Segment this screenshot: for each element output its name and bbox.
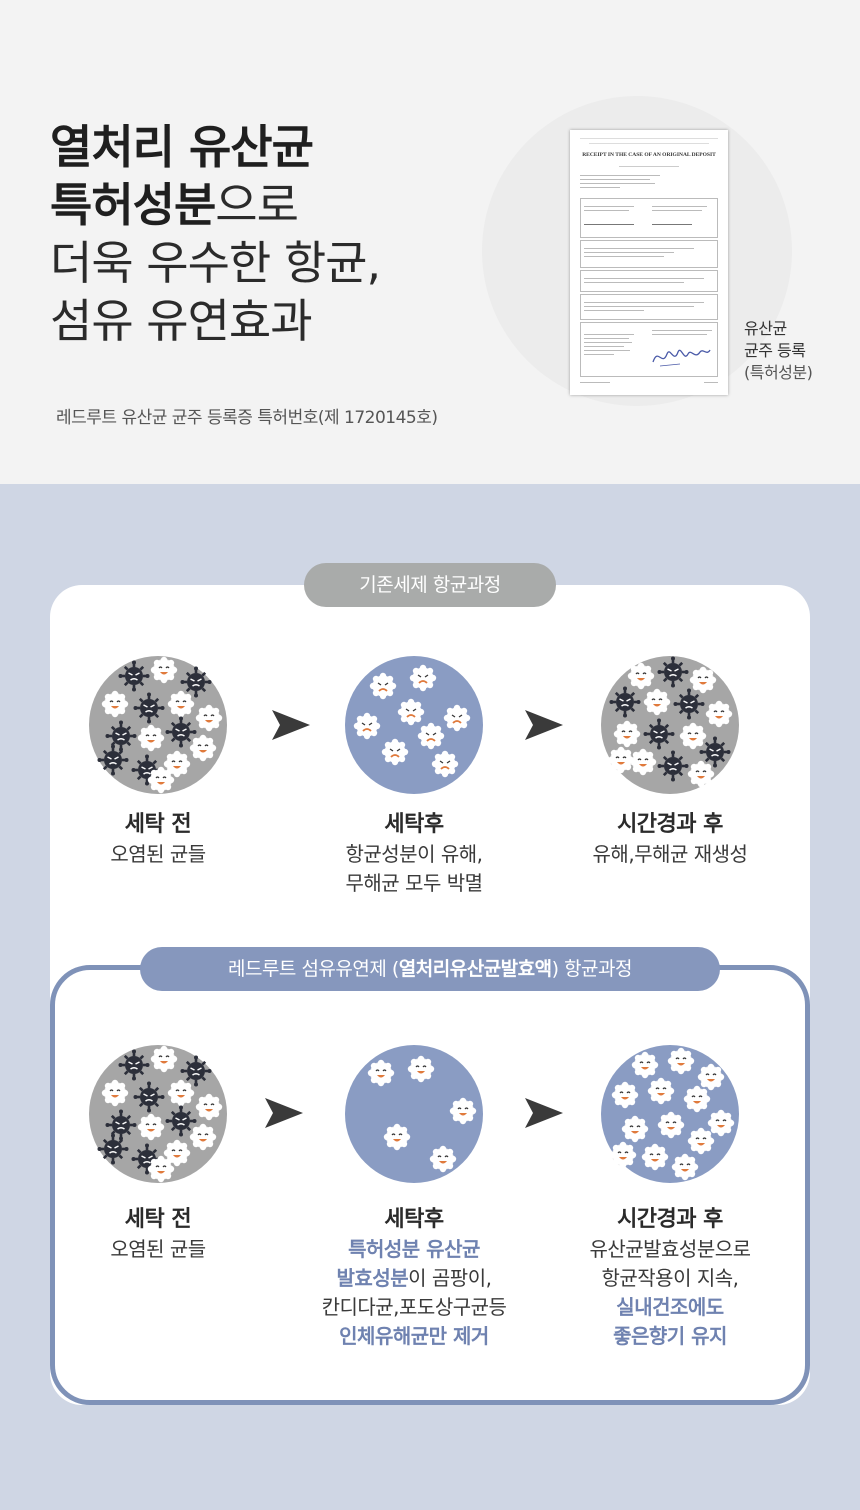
arrow-right-icon — [272, 710, 310, 740]
conventional-process-pill: 기존세제 항균과정 — [304, 563, 556, 607]
headline-line4: 섬유 유연효과 — [50, 294, 313, 348]
pill2-post: ) 항균과정 — [551, 958, 633, 980]
step-desc: 오염된 균들 — [110, 1237, 206, 1261]
step-title: 세탁 전 — [124, 812, 192, 837]
headline-line3: 더욱 우수한 항균, — [50, 236, 381, 290]
step-desc: 항균성분이 유해, — [345, 842, 483, 866]
top-section: 열처리 유산균 특허성분으로 더욱 우수한 항균, 섬유 유연효과 레드루트 유… — [0, 0, 860, 484]
step-desc: 유해,무해균 재생성 — [592, 842, 748, 866]
arrow-right-icon — [525, 1098, 563, 1128]
regrowth-germs-image — [601, 656, 739, 794]
step2-before-wash: 세탁 전 오염된 균들 — [33, 1205, 283, 1264]
step-title: 세탁 전 — [124, 1207, 192, 1232]
headline-line2-rest: 으로 — [215, 178, 299, 232]
certificate-title: RECEIPT IN THE CASE OF AN ORIGINAL DEPOS… — [582, 152, 716, 158]
certificate-label-line3: (특허성분) — [744, 363, 813, 382]
step-title: 시간경과 후 — [617, 812, 723, 837]
step-title: 시간경과 후 — [617, 1207, 723, 1232]
step-desc-highlight: 좋은향기 유지 — [613, 1324, 727, 1348]
step-desc: 오염된 균들 — [110, 842, 206, 866]
step1-after-time: 시간경과 후 유해,무해균 재생성 — [545, 810, 795, 869]
step-title: 세탁후 — [384, 812, 444, 837]
arrow-right-icon — [265, 1098, 303, 1128]
pill2-pre: 레드루트 섬유유연제 ( — [227, 958, 399, 980]
step-desc: 이 곰팡이, — [408, 1266, 492, 1290]
headline: 열처리 유산균 특허성분으로 더욱 우수한 항균, 섬유 유연효과 — [50, 118, 381, 350]
headline-line2-bold: 특허성분 — [50, 178, 216, 232]
before-wash-germs-image — [89, 1045, 227, 1183]
signature-image — [652, 349, 711, 367]
step1-before-wash: 세탁 전 오염된 균들 — [33, 810, 283, 869]
pill2-bold: 열처리유산균발효액 — [398, 958, 552, 980]
redroot-process-pill: 레드루트 섬유유연제 (열처리유산균발효액) 항균과정 — [140, 947, 720, 991]
after-wash-germs-image — [345, 656, 483, 794]
step1-after-wash: 세탁후 항균성분이 유해, 무해균 모두 박멸 — [289, 810, 539, 898]
certificate-image: RECEIPT IN THE CASE OF AN ORIGINAL DEPOS… — [570, 130, 728, 395]
arrow-right-icon — [525, 710, 563, 740]
step-desc: 유산균발효성분으로 — [589, 1237, 751, 1261]
certificate-label-line1: 유산균 — [744, 319, 787, 338]
headline-line1: 열처리 유산균 — [50, 120, 314, 174]
certificate-label-line2: 균주 등록 — [744, 341, 806, 360]
step2-after-time: 시간경과 후 유산균발효성분으로 항균작용이 지속, 실내건조에도 좋은향기 유… — [545, 1205, 795, 1351]
step-desc: 항균작용이 지속, — [601, 1266, 739, 1290]
sustained-good-germs-image — [601, 1045, 739, 1183]
step-desc-highlight: 실내건조에도 — [616, 1295, 724, 1319]
certificate-label: 유산균 균주 등록 (특허성분) — [744, 318, 813, 384]
patent-caption: 레드루트 유산균 균주 등록증 특허번호(제 1720145호) — [56, 408, 438, 428]
step-desc: 무해균 모두 박멸 — [345, 871, 483, 895]
step-desc-highlight: 특허성분 유산균 — [348, 1237, 480, 1261]
step-desc: 칸디다균,포도상구균등 — [321, 1295, 507, 1319]
step-desc-highlight: 발효성분 — [336, 1266, 409, 1290]
before-wash-germs-image — [89, 656, 227, 794]
step-title: 세탁후 — [384, 1207, 444, 1232]
step-desc-highlight: 인체유해균만 제거 — [339, 1324, 489, 1348]
step2-after-wash: 세탁후 특허성분 유산균 발효성분이 곰팡이, 칸디다균,포도상구균등 인체유해… — [289, 1205, 539, 1351]
after-wash-good-germs-image — [345, 1045, 483, 1183]
